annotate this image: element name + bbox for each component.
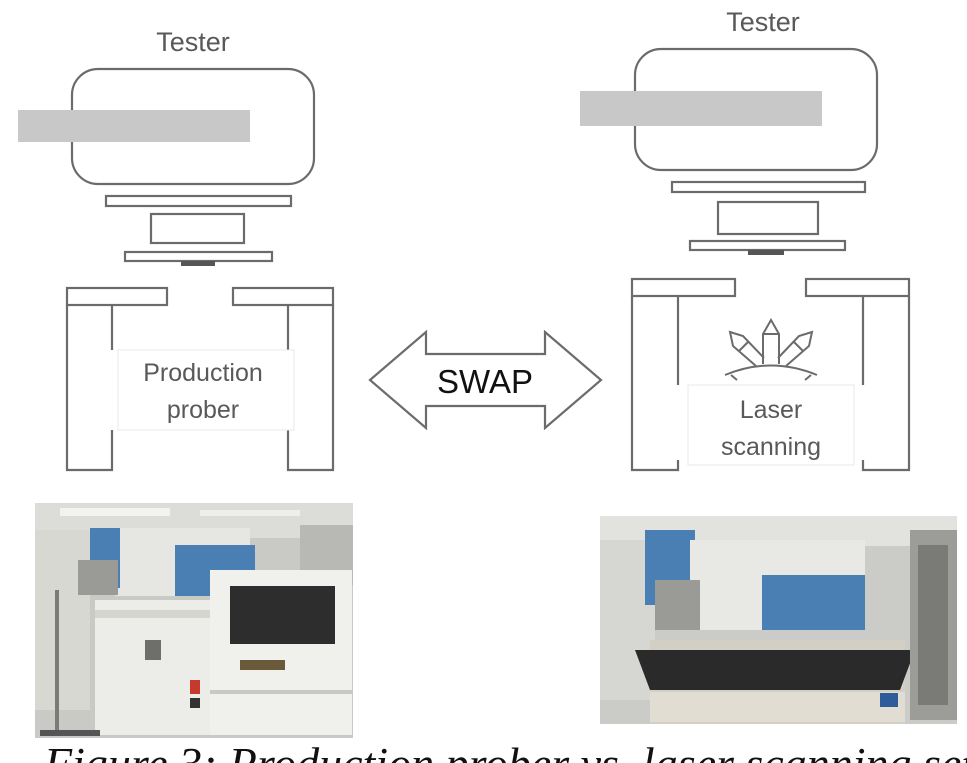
swap-label: SWAP <box>437 363 533 400</box>
left-station-box <box>117 349 295 431</box>
right-tester-monitor <box>633 47 879 255</box>
right-laser-frame <box>630 277 911 472</box>
prober-photo <box>35 503 353 738</box>
left-tester-label: Tester <box>156 27 230 57</box>
double-arrow-icon <box>368 329 603 431</box>
left-tester-monitor <box>70 67 316 266</box>
right-setup: Tester <box>580 7 911 472</box>
right-station-box <box>687 384 855 466</box>
left-redaction-bar <box>18 110 250 142</box>
right-station-label-1: Laser <box>740 396 803 424</box>
laser-heads-icon <box>724 317 818 381</box>
right-tester-label: Tester <box>726 7 800 37</box>
left-station-label-1: Production <box>143 359 263 387</box>
left-setup: Tester Production prober <box>18 27 335 472</box>
right-redaction-bar <box>580 91 822 126</box>
left-station-label-2: prober <box>167 396 239 424</box>
swap-arrow: SWAP <box>368 329 603 431</box>
left-prober-frame <box>65 286 335 472</box>
laser-scanning-photo <box>600 516 957 724</box>
figure-caption: Figure 3: Production prober vs. laser sc… <box>43 738 967 763</box>
right-station-label-2: scanning <box>721 433 821 461</box>
